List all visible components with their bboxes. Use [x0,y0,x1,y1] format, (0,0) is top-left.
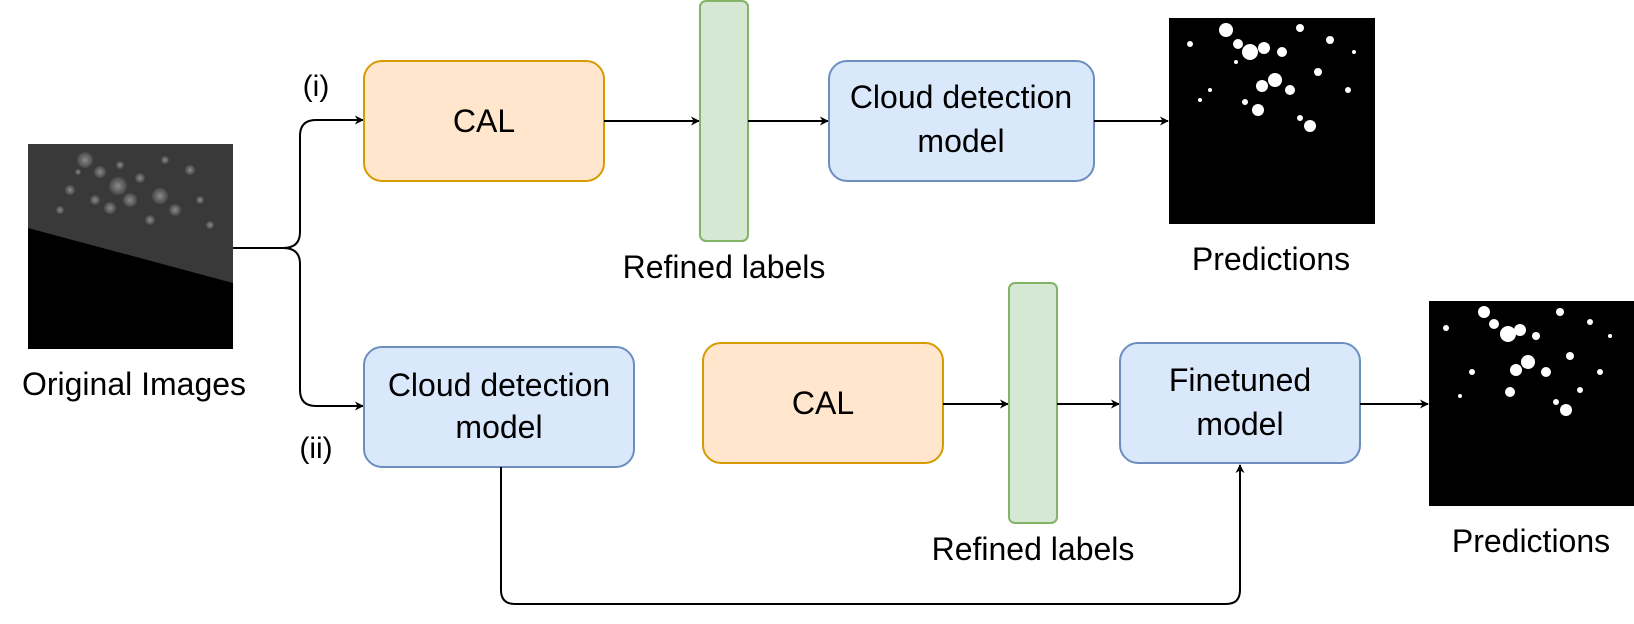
predictions-image-branch-i [1169,18,1375,224]
branch-i: CAL Refined labels Cloud detection model… [363,0,1375,285]
cloud-detection-model-box-branch-ii [363,346,635,468]
refined-labels-bar-branch-i [699,0,749,242]
edge-to-model-branch-ii [233,247,364,411]
edge-to-cal-branch-i [233,115,364,249]
branch-ii-marker: (ii) [299,432,332,465]
refined-labels-label-branch-ii: Refined labels [932,531,1135,567]
cloud-detection-model-label-line1-branch-ii: Cloud detection [388,367,610,403]
cloud-detection-model-label-line1-branch-i: Cloud detection [850,79,1072,115]
predictions-label-branch-ii: Predictions [1452,523,1610,559]
cloud-detection-model-label-line2-branch-i: model [917,123,1004,159]
refined-labels-label-branch-i: Refined labels [623,249,826,285]
refined-labels-bar-branch-ii [1008,282,1058,524]
branch-ii: Cloud detection model CAL Refined labels… [363,282,1634,605]
finetuned-model-label-line1: Finetuned [1169,362,1311,398]
cloud-detection-model-label-line2-branch-ii: model [455,409,542,445]
original-image [28,144,233,349]
finetuned-model-box [1119,342,1361,464]
original-image-cloud-texture [56,152,214,229]
cal-label-branch-i: CAL [453,103,515,139]
branch-i-marker: (i) [303,70,330,103]
predictions-image-branch-ii [1429,301,1634,506]
cal-label-branch-ii: CAL [792,385,854,421]
original-images-label: Original Images [22,366,246,402]
edge-model-to-finetuned-ii [500,464,1245,605]
predictions-label-branch-i: Predictions [1192,241,1350,277]
finetuned-model-label-line2: model [1196,406,1283,442]
